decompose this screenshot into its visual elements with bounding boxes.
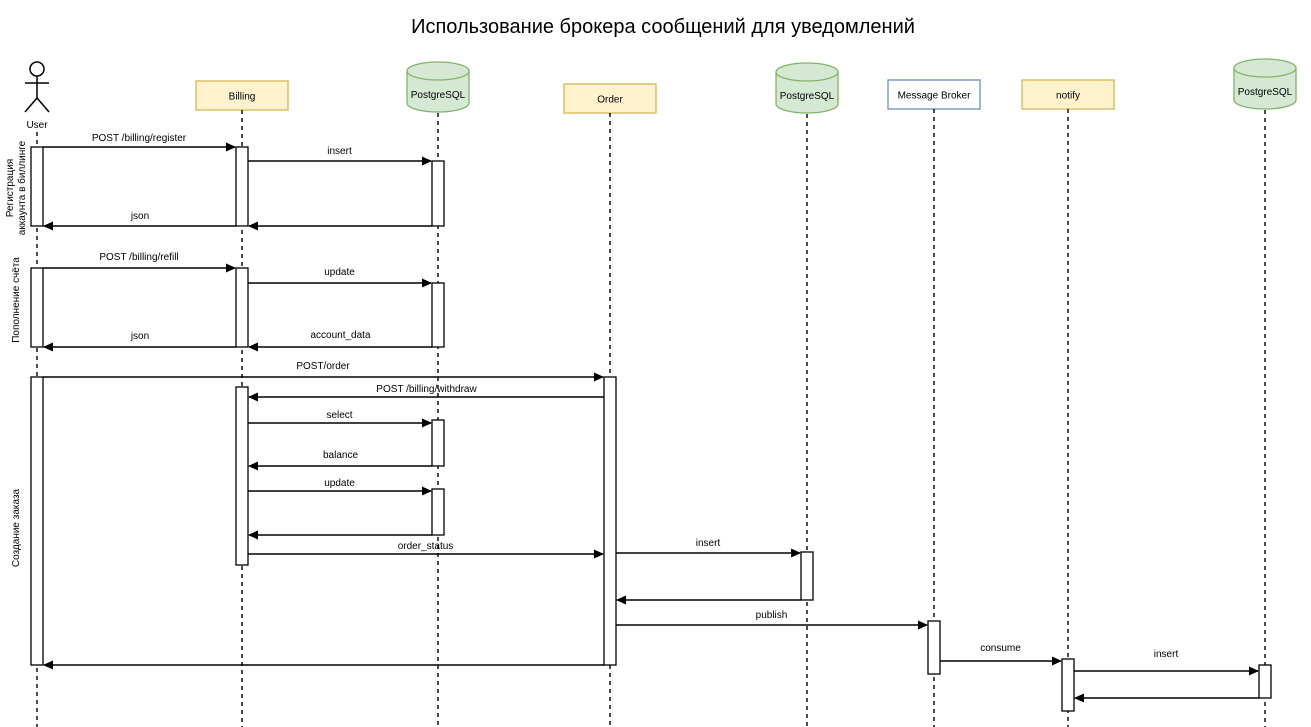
section-label-line: Регистрация [5,159,16,217]
activation-bar-broker [927,620,941,675]
activation-bar-pg1 [431,419,445,467]
participant-box [563,83,657,114]
message-label: update [324,267,355,278]
message-order-to-pg2: insert [616,538,801,558]
message-label: publish [756,610,788,621]
message-user-to-billing: POST /billing/register [43,133,236,152]
message-pg1-to-billing: balance [248,450,432,471]
activation-bar-billing [235,267,249,348]
message-order-to-billing: POST /billing/withdraw [248,384,604,402]
activation-bar-pg1 [431,282,445,348]
message-broker-to-notify: consume [940,643,1062,666]
message-label: json [130,211,149,222]
message-label: POST/order [296,361,350,372]
message-label: update [324,478,355,489]
message-billing-to-pg1: insert [248,146,432,166]
participant-label: PostgreSQL [411,90,466,101]
message-label: insert [1154,649,1179,660]
message-billing-to-order: order_status [248,541,604,559]
message-label: insert [696,538,721,549]
message-user-to-order: POST/order [43,361,604,382]
activation-bar-user [30,267,44,348]
participant-label: notify [1056,91,1080,102]
message-billing-to-user: json [43,331,236,352]
activation-bar-pg1 [431,160,445,227]
participant-label: Message Broker [898,91,971,102]
message-label: select [326,410,352,421]
message-billing-to-pg1: select [248,410,432,428]
message-label: insert [327,146,352,157]
message-pg1-to-billing: account_data [248,330,432,352]
message-label: consume [980,643,1021,654]
message-label: balance [323,450,358,461]
participant-box [195,80,289,111]
message-order-to-broker: publish [616,610,928,630]
activation-bar-user [30,376,44,666]
message-billing-to-pg1: update [248,478,432,496]
participant-label: PostgreSQL [1238,87,1293,98]
message-label: POST /billing/withdraw [376,384,477,395]
message-notify-to-pg3: insert [1074,649,1259,676]
activation-bar-pg2 [800,551,814,601]
section-label-line: Пополнение счёта [11,257,22,343]
database-icon [775,62,839,114]
participant-label: User [26,120,48,131]
activation-bar-billing [235,146,249,227]
message-label: account_data [310,330,370,341]
section-label-line: аккаунта в биллинге [16,140,28,235]
message-label: json [130,331,149,342]
section-label: Создание заказа [11,488,22,567]
participant-box [1021,79,1115,110]
activation-bar-pg3 [1258,664,1272,699]
message-billing-to-user: json [43,211,236,231]
participant-pg2[interactable]: PostgreSQL [775,62,839,727]
message-billing-to-pg1: update [248,267,432,288]
section-label: Пополнение счёта [11,257,22,343]
activation-bar-notify [1061,658,1075,712]
participant-notify[interactable]: notify [1021,79,1115,727]
activation-bar-user [30,146,44,227]
message-label: POST /billing/refill [99,252,178,263]
actor-icon [24,61,50,113]
diagram-title: Использование брокера сообщений для увед… [411,16,915,38]
participant-label: Billing [229,92,256,103]
participant-label: Order [597,95,623,106]
message-label: order_status [398,541,454,552]
participant-billing[interactable]: Billing [195,80,289,727]
participant-label: PostgreSQL [780,91,835,102]
database-icon [1233,58,1297,110]
message-user-to-billing: POST /billing/refill [43,252,236,273]
activation-bar-pg1 [431,488,445,536]
database-icon [406,61,470,113]
activation-bar-order [603,376,617,666]
activation-bar-billing [235,386,249,566]
participant-pg3[interactable]: PostgreSQL [1233,58,1297,727]
section-label-line: Создание заказа [11,488,22,567]
message-label: POST /billing/register [92,133,187,144]
